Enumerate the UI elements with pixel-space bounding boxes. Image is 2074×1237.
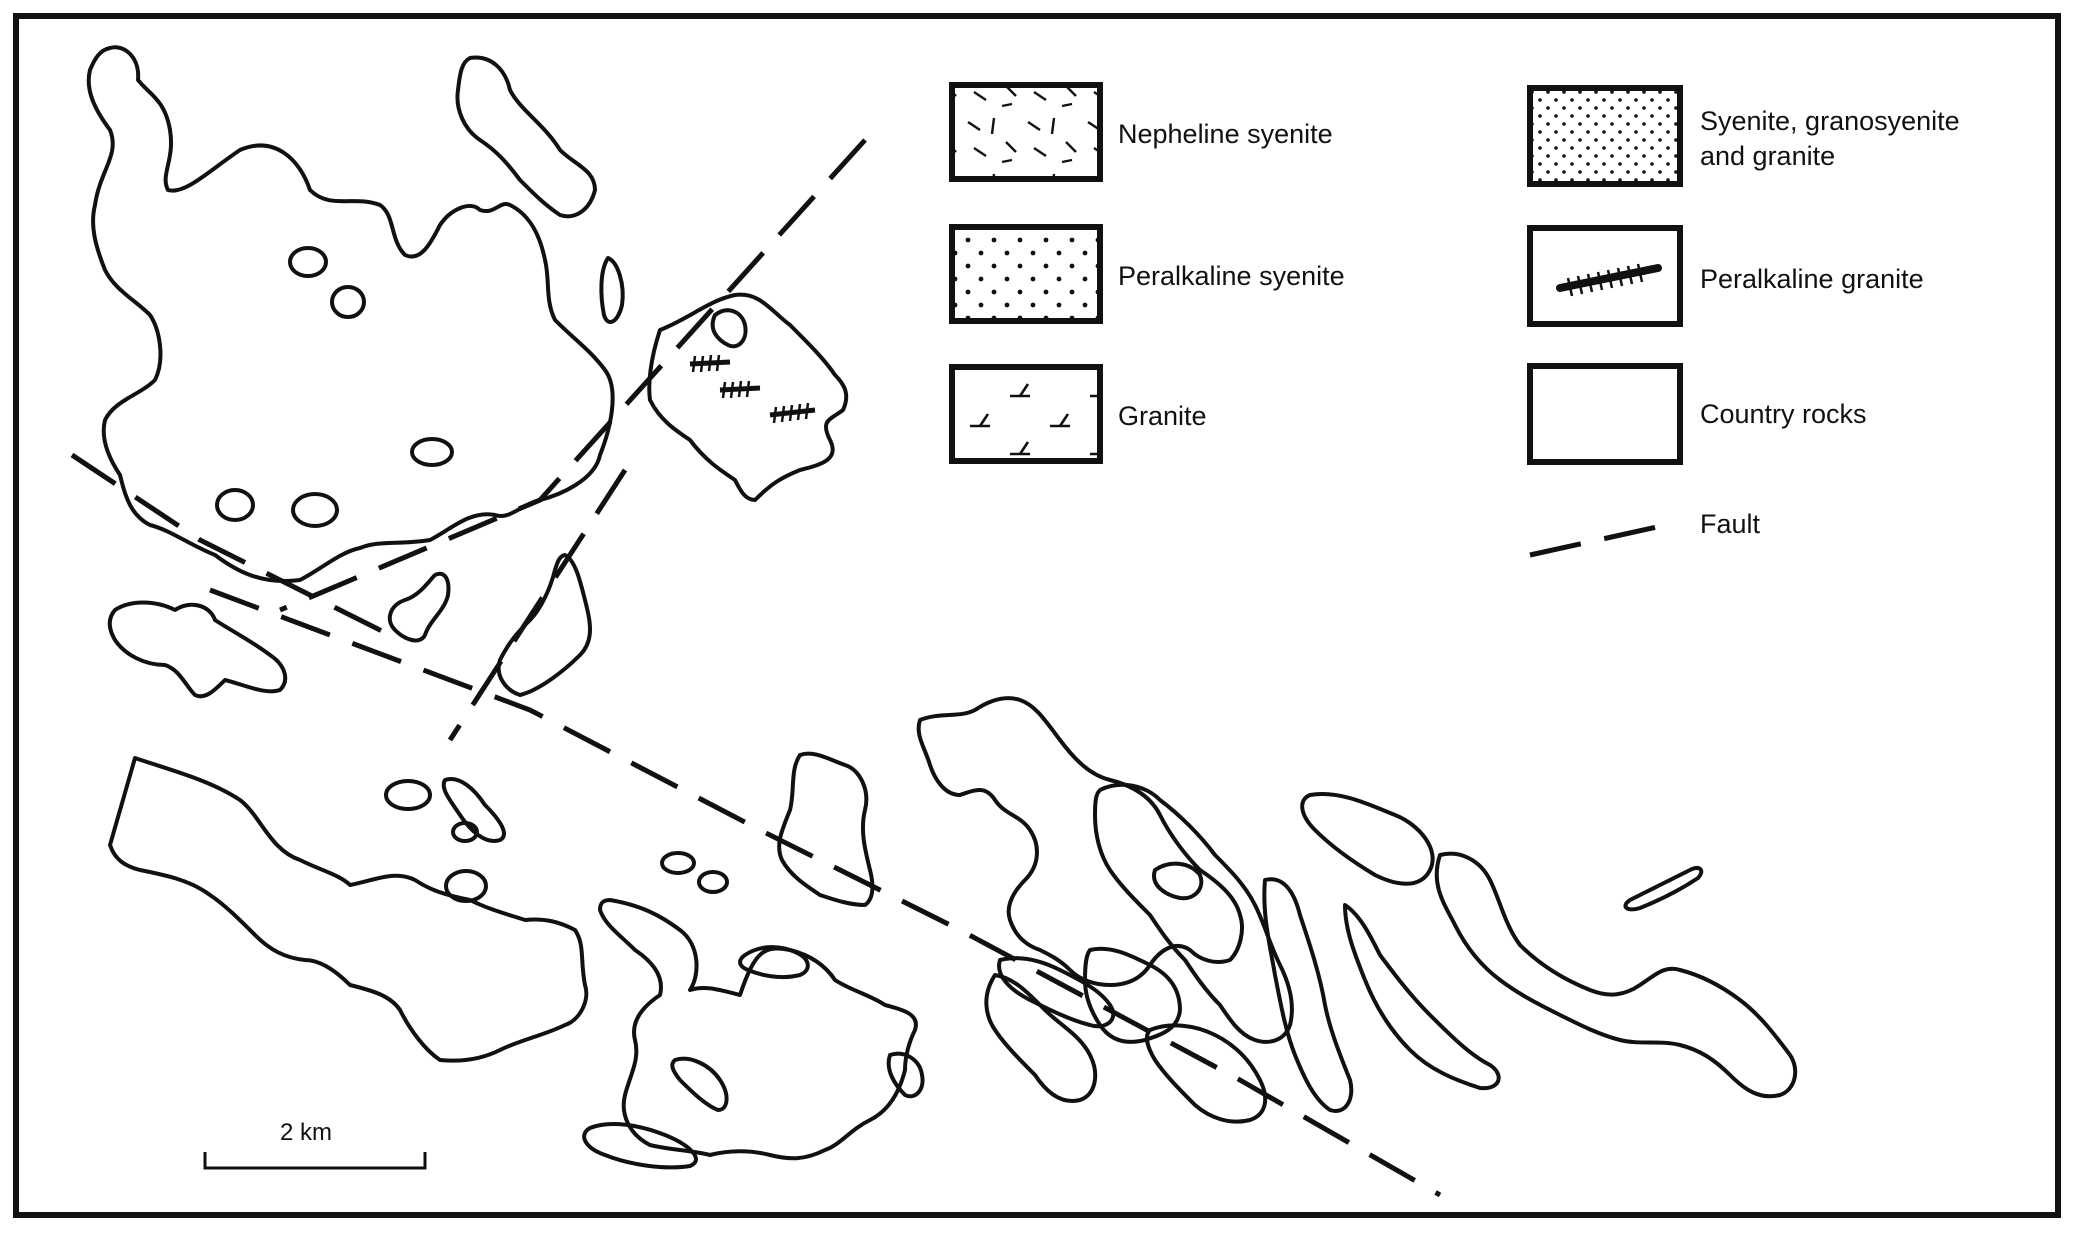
fault-northeast [279, 138, 867, 613]
legend-swatch-country-rocks [1527, 363, 1683, 465]
peralkaline-syenite-long-band [1434, 851, 1798, 1099]
legend-label-syenite-line2: and granite [1700, 141, 1835, 171]
fault-main-southeast [209, 587, 1442, 1198]
peralkaline-syenite-lens [1262, 877, 1354, 1113]
peralkaline-syenite-pod [697, 870, 729, 894]
country-rock-inclusion [288, 246, 328, 278]
country-rock-inclusion [215, 488, 255, 522]
legend-label-granite: Granite [1118, 401, 1207, 431]
map-body: 2 km [70, 45, 1798, 1198]
legend-swatch-nepheline-syenite [949, 82, 1103, 182]
peralkaline-syenite-pod [582, 1122, 698, 1170]
granite-central-body [598, 898, 918, 1161]
legend-label-country-rocks: Country rocks [1700, 399, 1867, 429]
peralkaline-syenite-east-body [647, 292, 849, 502]
peralkaline-syenite-central-east [777, 751, 875, 907]
legend-label-fault: Fault [1700, 509, 1761, 539]
peralkaline-syenite-pod [660, 851, 696, 875]
granite-sw-band [108, 756, 589, 1063]
peralkaline-syenite-pod [738, 945, 810, 980]
fault-north-south [447, 468, 628, 742]
legend-fault-symbol [1529, 520, 1676, 558]
peralkaline-syenite-thin-lens [1623, 866, 1704, 912]
legend-swatch-peralkaline-syenite [949, 224, 1103, 324]
peralkaline-syenite-east [1093, 782, 1294, 1044]
legend-label-nepheline-syenite: Nepheline syenite [1118, 119, 1333, 149]
peralkaline-syenite-pod [886, 1051, 925, 1099]
peralkaline-syenite-pod [441, 777, 506, 843]
country-rock-inclusion [410, 437, 454, 467]
granite-east-south [1145, 1023, 1268, 1124]
legend-label-peralkaline-syenite: Peralkaline syenite [1118, 261, 1345, 291]
faults [70, 138, 1442, 1198]
peralkaline-syenite-pod [670, 1056, 729, 1112]
legend-label-syenite-line1: Syenite, granosyenite [1700, 106, 1960, 136]
peralkaline-syenite-small [496, 553, 592, 697]
country-rock-body [107, 600, 288, 699]
granite-east-body [916, 696, 1244, 987]
fault-northwest [70, 452, 402, 643]
peralkaline-syenite-small [387, 571, 451, 643]
country-rock-inclusion [330, 285, 366, 319]
country-rock-island [1152, 861, 1204, 901]
peralkaline-syenite-lens [599, 256, 625, 324]
country-rock-island [710, 308, 748, 349]
granite-east-lens [997, 956, 1116, 1029]
legend-peralkaline-granite-symbol [1556, 263, 1662, 297]
peralkaline-syenite-pod [451, 821, 479, 843]
country-rock-inclusion [444, 869, 488, 903]
scale-bar-label: 2 km [280, 1119, 332, 1146]
scale-bar: 2 km [203, 1119, 427, 1170]
legend-swatch-syenite-granosyenite-granite [1527, 85, 1683, 187]
peralkaline-syenite-pod [384, 779, 432, 811]
peralkaline-syenite-lens [1343, 903, 1501, 1091]
peralkaline-syenite-sw-east [984, 973, 1098, 1103]
peralkaline-syenite-lens [1300, 792, 1435, 886]
legend-swatch-granite [949, 364, 1103, 464]
country-rock-inclusion [291, 492, 339, 528]
nepheline-syenite-body [455, 55, 597, 219]
map-frame [13, 13, 2061, 1218]
legend: Nepheline syenite Peralkaline syenite Gr… [949, 82, 1960, 558]
legend-label-peralkaline-granite: Peralkaline granite [1700, 264, 1924, 294]
